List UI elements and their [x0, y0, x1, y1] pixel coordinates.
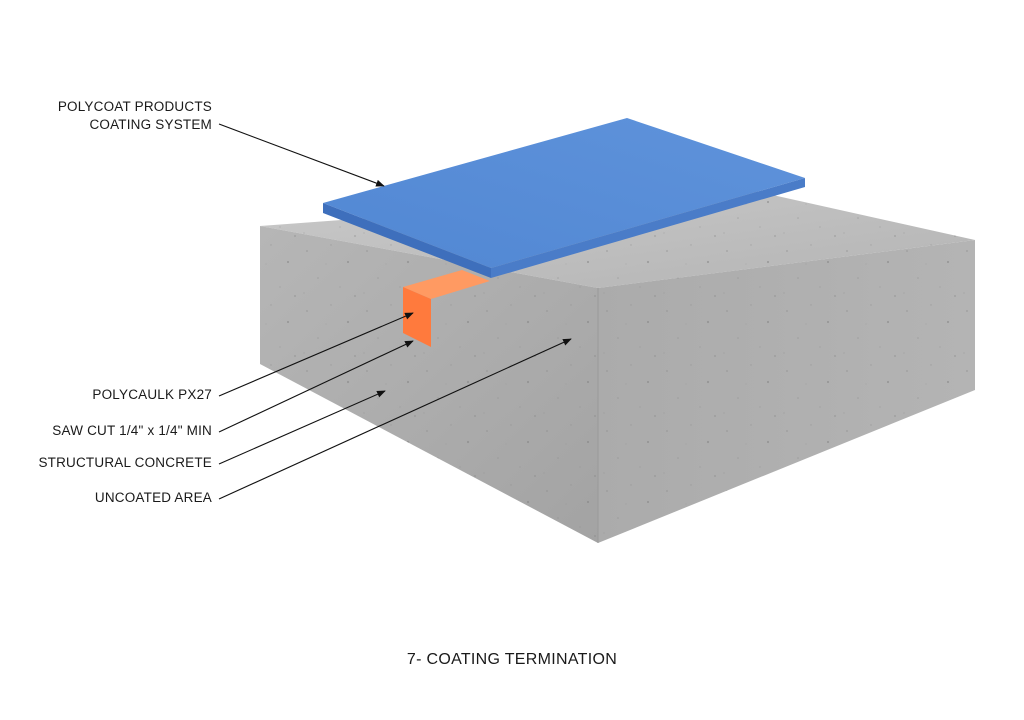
label-polycaulk: POLYCAULK PX27: [92, 387, 212, 402]
leader-saw-cut: [218, 340, 414, 433]
leader-polycaulk: [218, 312, 414, 397]
caulk-top: [403, 270, 490, 299]
label-uncoated-area: UNCOATED AREA: [94, 490, 212, 505]
label-structural-concrete: STRUCTURAL CONCRETE: [38, 455, 212, 470]
leader-coating-system: [218, 123, 385, 187]
diagram-caption: 7- COATING TERMINATION: [406, 651, 618, 668]
coating-front-edge: [323, 203, 491, 278]
caulk-front: [403, 287, 431, 347]
leader-structural-concrete: [218, 390, 386, 465]
polycaulk-px27: [403, 270, 490, 347]
leader-uncoated-area: [218, 338, 572, 500]
coating-top: [323, 118, 805, 268]
label-line-1: POLYCOAT PRODUCTS: [57, 99, 212, 114]
label-saw-cut: SAW CUT 1/4" x 1/4" MIN: [52, 423, 212, 438]
label-line-2: COATING SYSTEM: [89, 117, 212, 132]
polycoat-coating-system: [323, 118, 805, 278]
label-polycoat-coating-system: POLYCOAT PRODUCTS COATING SYSTEM: [58, 98, 212, 134]
coating-side-edge: [491, 178, 805, 278]
leader-lines: [218, 123, 572, 500]
structural-concrete-block: [260, 190, 975, 543]
